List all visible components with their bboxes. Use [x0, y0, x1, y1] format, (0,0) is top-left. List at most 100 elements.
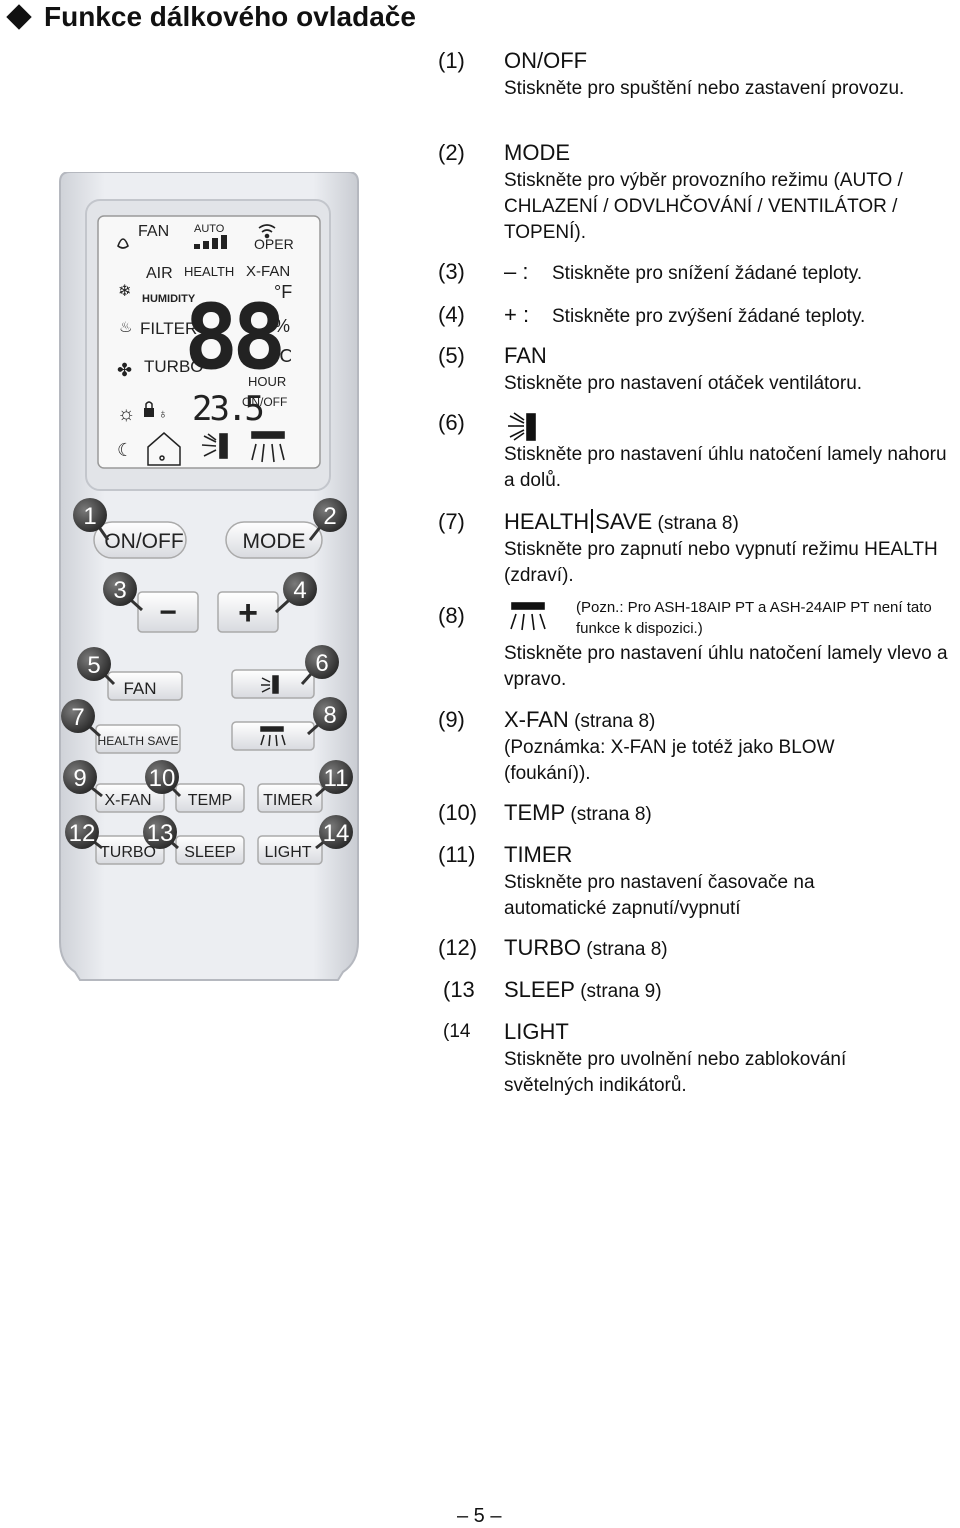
- svg-text:6: 6: [315, 650, 328, 677]
- svg-text:7: 7: [71, 704, 84, 731]
- item-number: (12): [438, 935, 478, 960]
- item-description: Stiskněte pro výběr provozního režimu (A…: [504, 170, 903, 243]
- item-number: (5): [438, 343, 465, 368]
- callout-3: 3: [103, 572, 144, 612]
- item-heading: SLEEP (strana 9): [504, 977, 662, 1005]
- minus-button[interactable]: −: [137, 591, 199, 633]
- plus-button[interactable]: +: [217, 591, 279, 633]
- item-description: Stiskněte pro uvolnění nebo zablokování …: [504, 1049, 847, 1096]
- callout-14: 14: [315, 815, 353, 850]
- item-number: (11): [438, 842, 476, 867]
- home-icon: [147, 432, 181, 466]
- page-reference: (strana 8): [565, 804, 652, 825]
- xfan-button[interactable]: X-FAN: [95, 783, 165, 813]
- callout-4: 4: [274, 572, 317, 614]
- lcd-humidity: HUMIDITY: [142, 293, 196, 305]
- swing-vertical-button[interactable]: [231, 669, 315, 699]
- cool-mode-icon: [117, 238, 129, 249]
- onoff-button[interactable]: ON/OFF: [93, 521, 187, 559]
- page-title: Funkce dálkového ovladače: [4, 0, 416, 34]
- callout-10: 10: [145, 760, 182, 798]
- item-number: (2): [438, 140, 465, 165]
- item-description: Stiskněte pro nastavení časovače na auto…: [504, 872, 815, 919]
- item-number: (1): [438, 48, 465, 73]
- swing-vertical-icon: [508, 412, 536, 441]
- callout-6: 6: [300, 645, 339, 686]
- turbo-button[interactable]: TURBO: [95, 835, 165, 865]
- lcd-onoff: ON/OFF: [242, 395, 287, 409]
- lcd-turbo: TURBO: [144, 357, 204, 376]
- diamond-bullet-icon: [6, 4, 32, 30]
- svg-text:12: 12: [69, 820, 96, 847]
- lcd-health: HEALTH: [184, 264, 234, 279]
- callout-13: 13: [143, 815, 179, 850]
- svg-text:11: 11: [324, 765, 349, 792]
- heading-text: TURBO: [504, 935, 581, 960]
- callout-12: 12: [65, 815, 103, 850]
- lcd-small-digits: 23.5: [192, 389, 262, 429]
- page-number: – 5 –: [457, 1505, 502, 1527]
- mode-button-label: MODE: [243, 530, 306, 553]
- moon-icon: ☾: [117, 440, 133, 460]
- page-reference: (strana 8): [581, 939, 668, 960]
- item-description: Stiskněte pro zvýšení žádané teploty.: [552, 306, 866, 327]
- item-number: (7): [438, 509, 465, 534]
- temp-button-label: TEMP: [188, 792, 232, 809]
- mode-button[interactable]: MODE: [225, 521, 323, 559]
- dry-mode-icon: ♨: [119, 319, 132, 336]
- sleep-button-label: SLEEP: [184, 844, 236, 861]
- heading-text: SLEEP: [504, 977, 575, 1002]
- item-number: (4): [438, 302, 465, 327]
- light-button[interactable]: LIGHT: [257, 835, 323, 865]
- item-description: Stiskněte pro zapnutí nebo vypnutí režim…: [504, 539, 938, 586]
- fan-mode-icon: ✤: [117, 360, 132, 380]
- health-save-button[interactable]: HEALTH SAVE: [95, 724, 181, 754]
- callout-7: 7: [61, 699, 102, 738]
- lcd-hour: HOUR: [248, 374, 286, 389]
- temp-button[interactable]: TEMP: [175, 783, 245, 813]
- callout-8: 8: [306, 697, 347, 736]
- lcd-celsius: ℃: [272, 346, 292, 366]
- svg-text:13: 13: [147, 820, 174, 847]
- item-number: (3): [438, 259, 465, 284]
- plus-symbol: + :: [504, 302, 530, 327]
- minus-button-label: −: [159, 596, 177, 629]
- callout-1: 1: [73, 498, 110, 541]
- lcd-oper: OPER: [254, 236, 294, 252]
- minus-symbol: – :: [504, 259, 529, 284]
- item-heading: MODE: [504, 140, 570, 165]
- callout-5: 5: [77, 647, 116, 686]
- item-number: (14: [443, 1021, 471, 1042]
- timer-button[interactable]: TIMER: [257, 783, 323, 813]
- signal-icon: [258, 224, 276, 239]
- snowflake-icon: ❄: [118, 283, 131, 300]
- fan-button[interactable]: FAN: [107, 671, 183, 701]
- item-description: Stiskněte pro snížení žádané teploty.: [552, 263, 863, 284]
- item-inline: – : Stiskněte pro snížení žádané teploty.: [504, 259, 862, 287]
- health-save-button-label: HEALTH SAVE: [98, 734, 179, 748]
- lock-icon: [144, 401, 154, 417]
- item-description: Stiskněte pro nastavení úhlu natočení la…: [504, 643, 948, 690]
- svg-text:10: 10: [149, 765, 176, 792]
- swing-vertical-icon: [201, 433, 228, 459]
- lcd-filter: FILTER: [140, 319, 197, 338]
- swing-horizontal-button[interactable]: [231, 721, 315, 751]
- sleep-button[interactable]: SLEEP: [175, 835, 245, 865]
- lcd-fahrenheit: °F: [274, 282, 292, 302]
- plus-button-label: +: [238, 594, 258, 632]
- callout-9: 9: [63, 760, 103, 798]
- page-title-text: Funkce dálkového ovladače: [44, 1, 416, 32]
- sun-icon: ☼: [117, 403, 135, 425]
- item-heading: TURBO (strana 8): [504, 935, 668, 963]
- item-number: (6): [438, 410, 465, 435]
- item-description: (Poznámka: X-FAN je totéž jako BLOW (fou…: [504, 737, 835, 784]
- heading-text: X-FAN: [504, 707, 569, 732]
- item-heading: X-FAN (strana 8): [504, 707, 655, 735]
- page-reference: (strana 9): [574, 981, 662, 1002]
- item-description: Stiskněte pro spuštění nebo zastavení pr…: [504, 78, 905, 99]
- svg-text:2: 2: [323, 503, 336, 530]
- xfan-button-label: X-FAN: [104, 792, 151, 809]
- callout-markers: 1 2 3 4 5 6 7 8 9 10 11 12 13 14: [61, 498, 353, 850]
- item-number: (13: [443, 977, 475, 1002]
